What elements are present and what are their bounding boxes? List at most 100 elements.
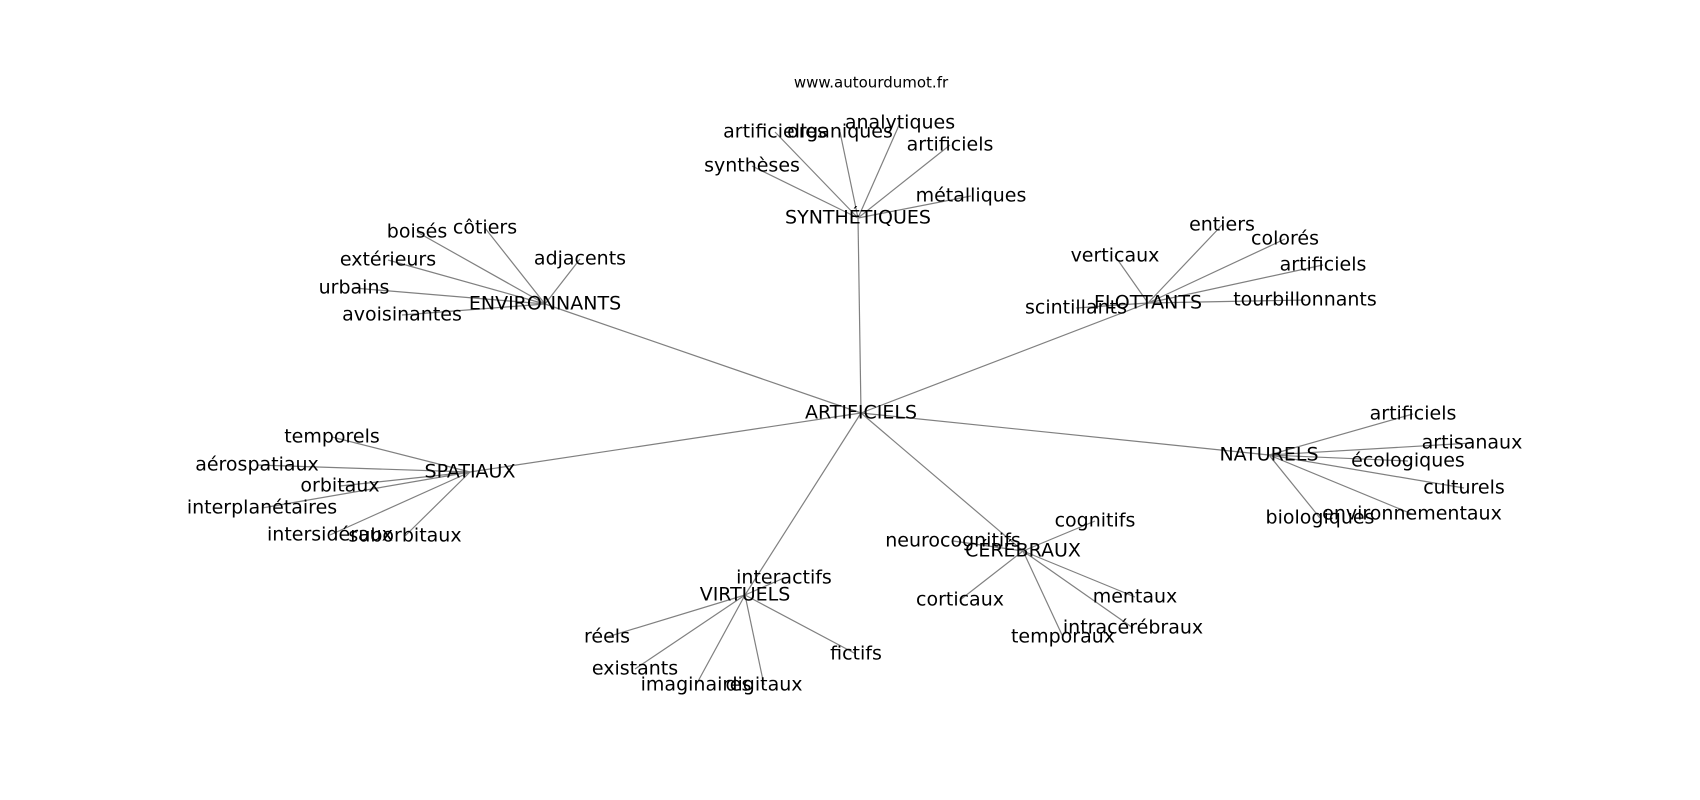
leaf-label: réels [584,626,630,648]
edge-flottants-leaf [1147,224,1223,304]
leaf-label: scintillants [1025,297,1127,319]
leaf-label: environnementaux [1322,503,1502,525]
leaf-label: adjacents [534,248,626,270]
edge-center-environnants [544,303,862,414]
leaf-label: digitaux [725,674,802,696]
leaf-label: existants [592,658,678,680]
edge-cerebraux-leaf [952,540,1024,552]
edge-spatiaux-leaf [331,436,471,473]
edge-virtuels-leaf [606,594,746,638]
leaf-label: artificiels [1370,403,1457,425]
leaf-label: interactifs [736,567,832,589]
leaf-label: interplanétaires [187,497,337,519]
hub-label-synthetiques: SYNTHÉTIQUES [785,206,931,229]
edge-center-cerebraux [860,412,1024,552]
edge-naturels-leaf [1268,454,1465,489]
edge-environnants-leaf [484,227,546,305]
leaf-label: temporels [284,426,380,448]
leaf-label: intersidéraux [267,524,393,546]
site-watermark: www.autourdumot.fr [794,74,949,92]
hub-label-flottants: FLOTTANTS [1094,292,1202,314]
edge-environnants-leaf [353,287,546,305]
edge-cerebraux-leaf [1022,550,1064,638]
edge-spatiaux-leaf [256,464,471,473]
hub-label-cerebraux: CÉRÉBRAUX [965,539,1081,562]
edge-synthetiques-leaf [857,144,951,219]
edge-virtuels-leaf [634,594,746,670]
leaf-label: extérieurs [340,249,436,271]
leaf-label: métalliques [916,185,1027,207]
leaf-label: orbitaux [300,475,379,497]
edge-environnants-leaf [401,303,546,316]
leaf-label: culturels [1423,477,1505,499]
edge-flottants-leaf [1147,264,1324,304]
leaf-label: corticaux [916,589,1004,611]
leaf-label: côtiers [453,217,517,239]
edge-cerebraux-leaf [1022,520,1096,552]
edge-spatiaux-leaf [261,471,471,509]
edge-virtuels-leaf [695,594,746,686]
edge-naturels-leaf [1268,454,1409,462]
edge-flottants-leaf [1114,255,1149,304]
leaf-label: colorés [1251,228,1319,250]
edge-center-spatiaux [469,412,862,473]
hub-label-environnants: ENVIRONNANTS [469,293,621,315]
edge-spatiaux-leaf [404,471,471,537]
leaf-label: intracérébraux [1063,617,1203,639]
edge-virtuels-leaf [744,594,857,655]
leaf-label: artificielles [723,121,827,143]
edge-naturels-leaf [1268,442,1473,456]
edge-naturels-leaf [1268,454,1413,515]
leaf-label: temporaux [1011,626,1115,648]
edge-flottants-leaf [1075,302,1149,309]
edge-virtuels-leaf [744,594,765,686]
edge-virtuels-leaf [744,577,785,596]
edge-naturels-leaf [1268,454,1321,519]
edge-flottants-leaf [1147,299,1306,304]
leaf-label: avoisinantes [342,304,462,326]
edge-flottants-leaf [1147,238,1286,304]
leaf-label: artisanaux [1422,432,1523,454]
edge-environnants-leaf [544,258,581,305]
leaf-label: synthèses [704,155,800,177]
leaf-label: neurocognitifs [885,530,1021,552]
edge-naturels-leaf [1268,413,1414,456]
edge-synthetiques-leaf [774,131,859,219]
edge-spatiaux-leaf [329,471,471,536]
leaf-label: écologiques [1351,450,1465,472]
leaf-label: organiques [787,121,893,143]
leaf-label: mentaux [1093,586,1178,608]
leaf-label: urbains [319,277,390,299]
graph-labels: artificiellesorganiquesanalytiquesartifi… [187,112,1523,696]
hub-label-virtuels: VIRTUELS [700,584,791,606]
leaf-label: biologiques [1266,507,1375,529]
edge-cerebraux-leaf [1022,550,1136,598]
leaf-label: aérospatiaux [195,454,319,476]
leaf-label: imaginaires [641,674,752,696]
leaf-label: tourbillonnants [1233,289,1377,311]
edge-center-naturels [860,412,1270,456]
edge-environnants-leaf [387,259,546,305]
edge-center-synthetiques [857,217,862,414]
edge-center-flottants [860,302,1149,414]
edge-synthetiques-leaf [857,195,972,219]
edge-cerebraux-leaf [1022,550,1134,629]
leaf-label: analytiques [845,112,955,134]
edge-spatiaux-leaf [339,471,471,487]
edge-environnants-leaf [416,231,546,305]
edge-synthetiques-leaf [839,131,859,219]
edge-synthetiques-leaf [857,122,901,219]
leaf-label: cognitifs [1055,510,1136,532]
leaf-label: artificiels [907,134,994,156]
leaf-label: suborbitaux [348,525,461,547]
edge-center-virtuels [744,412,862,596]
leaf-label: entiers [1189,214,1255,236]
graph-edges [256,122,1473,686]
edge-synthetiques-leaf [751,165,859,219]
leaf-label: verticaux [1071,245,1160,267]
center-label: ARTIFICIELS [805,402,917,424]
leaf-label: boisés [387,221,447,243]
leaf-label: fictifs [830,643,882,665]
hub-label-spatiaux: SPATIAUX [425,461,516,483]
